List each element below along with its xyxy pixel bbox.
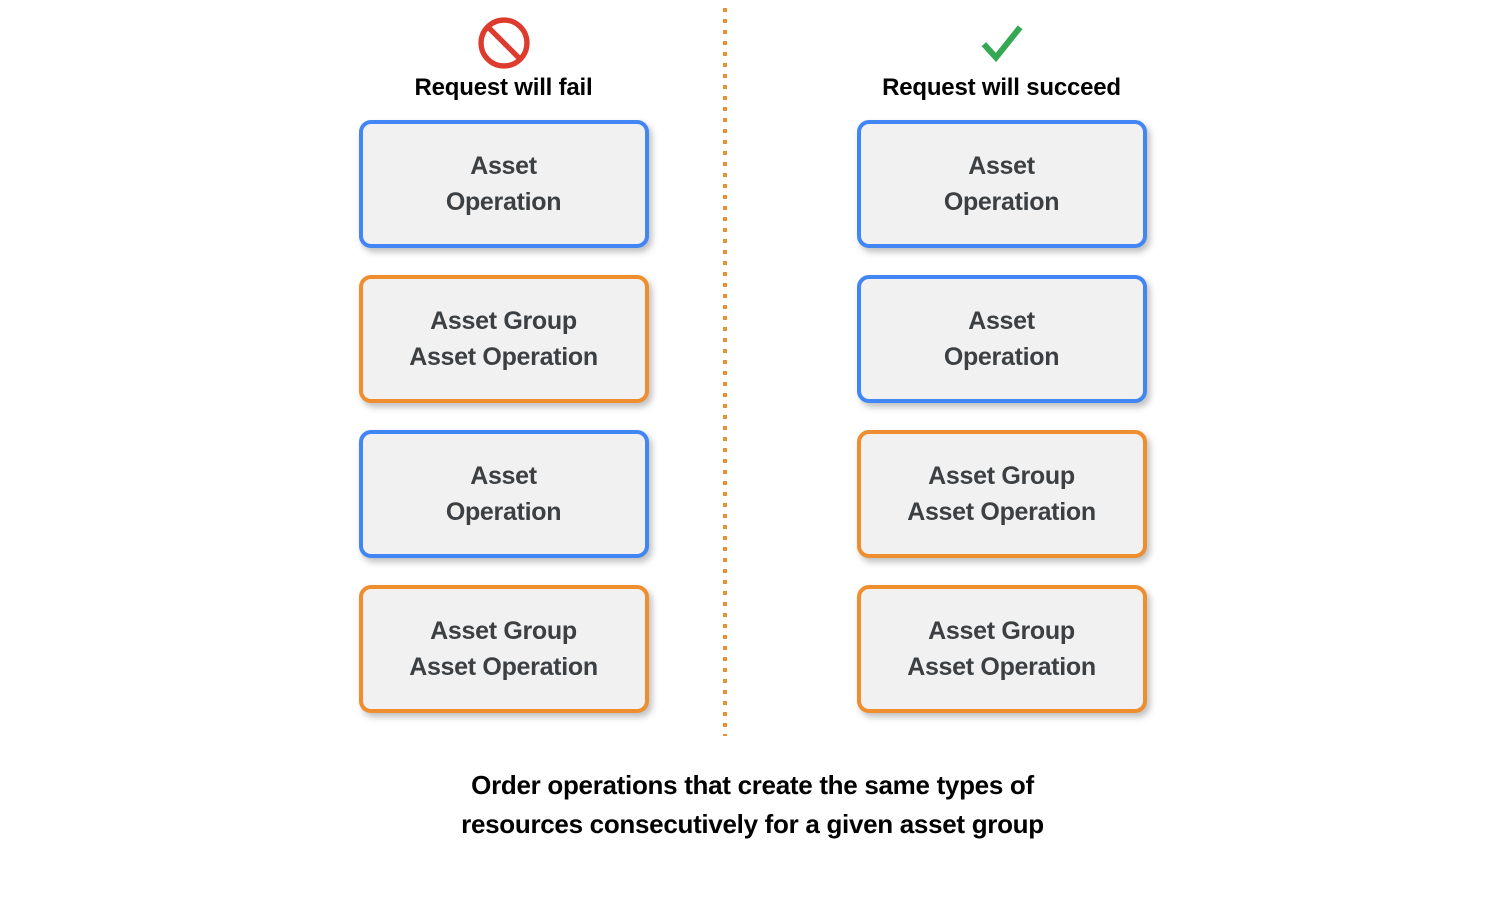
operation-line: Asset Operation: [409, 653, 598, 681]
operation-box[interactable]: Asset Group Asset Operation: [856, 430, 1147, 558]
column-title-fail: Request will fail: [414, 74, 593, 101]
column-request-will-succeed: Request will succeed Asset Operation Ass…: [753, 0, 1251, 760]
operation-stack-succeed: Asset Operation Asset Operation Asset Gr…: [856, 120, 1147, 713]
operation-box[interactable]: Asset Operation: [856, 275, 1147, 403]
operation-line: Asset Group: [430, 307, 577, 335]
operation-box[interactable]: Asset Operation: [856, 120, 1147, 248]
column-header-fail: Request will fail: [359, 14, 649, 102]
check-icon: [981, 25, 1022, 63]
operation-box[interactable]: Asset Operation: [358, 430, 649, 558]
column-title-succeed: Request will succeed: [882, 74, 1121, 101]
operation-line: Operation: [943, 188, 1060, 216]
column-request-will-fail: Request will fail Asset Operation Asset …: [255, 0, 753, 760]
operation-line: Operation: [445, 498, 562, 526]
column-divider: [723, 8, 727, 736]
operation-line: Operation: [943, 343, 1060, 371]
columns-container: Request will fail Asset Operation Asset …: [255, 0, 1251, 760]
operation-box[interactable]: Asset Group Asset Operation: [856, 585, 1147, 713]
operation-line: Asset Group: [928, 617, 1075, 645]
operation-line: Asset: [470, 152, 537, 180]
diagram-caption: Order operations that create the same ty…: [0, 766, 1505, 844]
operation-box[interactable]: Asset Operation: [358, 120, 649, 248]
operation-line: Asset: [968, 307, 1035, 335]
caption-line-2: resources consecutively for a given asse…: [461, 809, 1044, 839]
operation-line: Asset: [470, 462, 537, 490]
caption-line-1: Order operations that create the same ty…: [471, 770, 1034, 800]
operation-box[interactable]: Asset Group Asset Operation: [358, 585, 649, 713]
operation-line: Asset Operation: [907, 498, 1096, 526]
operation-stack-fail: Asset Operation Asset Group Asset Operat…: [358, 120, 649, 713]
operation-line: Asset Group: [928, 462, 1075, 490]
operation-line: Asset Group: [430, 617, 577, 645]
operation-line: Operation: [445, 188, 562, 216]
operation-line: Asset Operation: [907, 653, 1096, 681]
operation-box[interactable]: Asset Group Asset Operation: [358, 275, 649, 403]
operation-line: Asset Operation: [409, 343, 598, 371]
operation-line: Asset: [968, 152, 1035, 180]
prohibition-icon: [477, 17, 530, 69]
column-header-succeed: Request will succeed: [857, 14, 1147, 102]
